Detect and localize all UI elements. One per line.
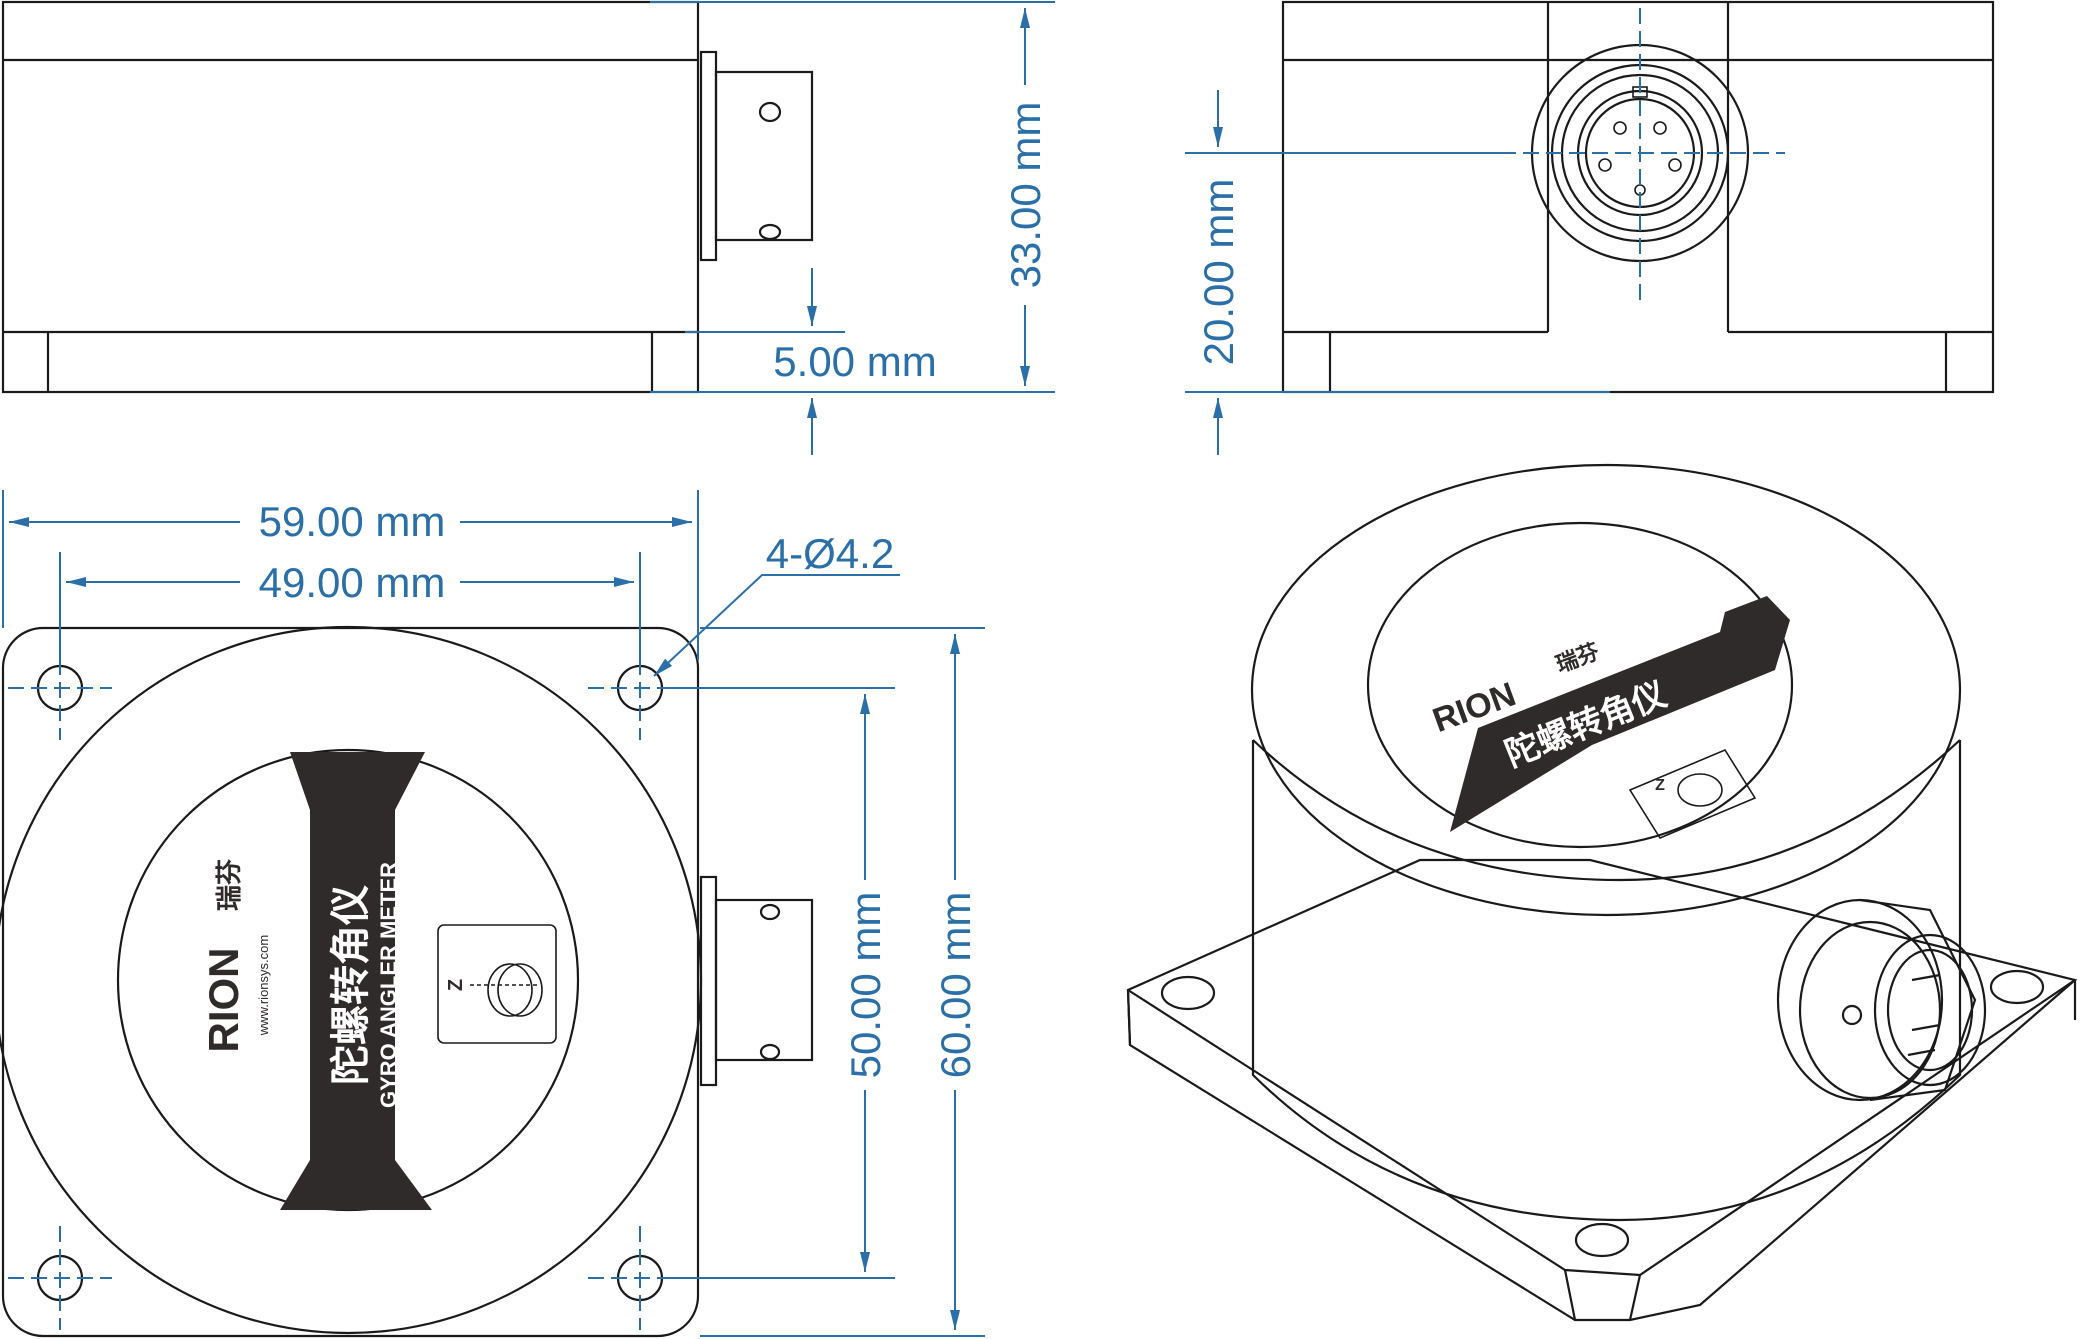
dim-height-33-label: 33.00 mm <box>1002 102 1049 289</box>
dim-width-59-label: 59.00 mm <box>259 498 446 545</box>
brand-website: www.rionsys.com <box>256 935 271 1036</box>
brand-name: RION <box>200 948 247 1053</box>
top-view: 陀螺转角仪 GYRO ANGLER METER RION 瑞芬 www.rion… <box>0 490 985 1338</box>
dim-connector-20-label: 20.00 mm <box>1195 179 1242 366</box>
brand-logo: RION 瑞芬 www.rionsys.com <box>200 859 271 1053</box>
iso-rotation-axis-icon: Z <box>1628 748 1757 840</box>
dim-base-5-label: 5.00 mm <box>773 338 936 385</box>
iso-base-plate <box>1126 858 2078 1322</box>
iso-cylinder-body <box>1250 463 1962 1222</box>
iso-connector <box>1776 898 1987 1102</box>
hole-spec-label: 4-Ø4.2 <box>766 530 894 577</box>
connector-side-view <box>699 50 814 262</box>
iso-brand-name-cn: 瑞芬 <box>1552 638 1603 677</box>
side-view: 20.00 mm <box>1185 0 1995 455</box>
product-name-en: GYRO ANGLER METER <box>376 862 401 1108</box>
iso-axis-letter: Z <box>1655 777 1665 794</box>
dim-holes-49-label: 49.00 mm <box>259 559 446 606</box>
brand-name-cn: 瑞芬 <box>214 859 244 911</box>
product-name-cn: 陀螺转角仪 <box>329 885 373 1085</box>
front-view: 33.00 mm 5.00 mm <box>1 0 1055 455</box>
connector-top-view <box>699 875 814 1087</box>
axis-letter: Z <box>445 979 467 991</box>
dim-depth-60-label: 60.00 mm <box>932 892 979 1079</box>
isometric-view: 陀螺转角仪 GYRO ANGLER METER RION 瑞芬 www.rion… <box>1126 463 2078 1322</box>
rotation-axis-icon: Z <box>437 924 557 1044</box>
label-band: 陀螺转角仪 GYRO ANGLER METER <box>280 752 432 1210</box>
dim-holes-50-label: 50.00 mm <box>842 892 889 1079</box>
